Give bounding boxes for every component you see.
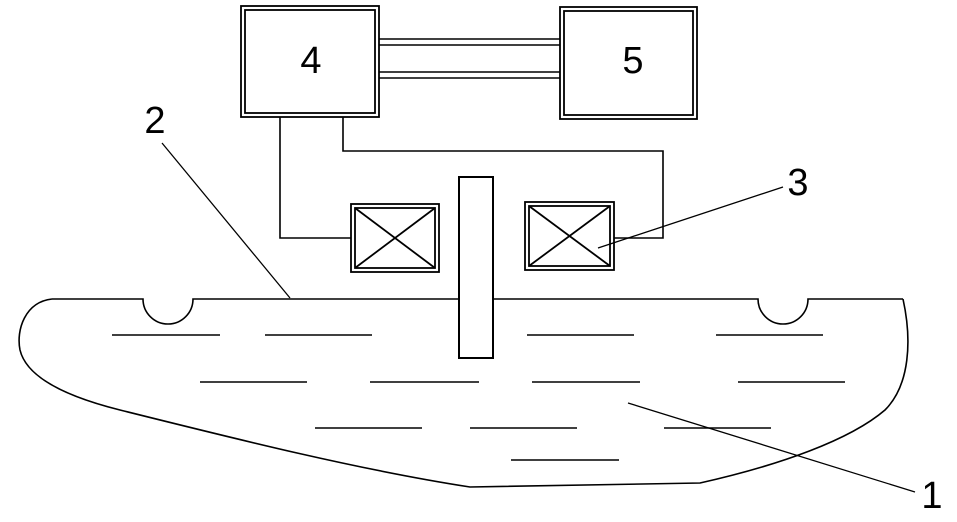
label-3: 3: [787, 162, 808, 204]
label-5: 5: [622, 40, 643, 82]
block-connector: [379, 38, 560, 79]
coil-left: [350, 203, 440, 273]
coil-right: [524, 201, 615, 271]
label-4: 4: [300, 40, 321, 82]
wire-left: [279, 117, 351, 239]
liquid-dashes: [112, 334, 845, 461]
label-2: 2: [144, 100, 165, 142]
wire-right: [342, 117, 664, 239]
liquid-body-outline: [18, 298, 909, 488]
leader-line-1: [627, 402, 916, 493]
block-5: [559, 6, 698, 120]
leader-line-2: [161, 142, 291, 299]
label-1: 1: [921, 475, 942, 517]
block-4: [240, 5, 380, 118]
leader-line-3: [597, 186, 784, 249]
core-rod: [458, 176, 494, 359]
